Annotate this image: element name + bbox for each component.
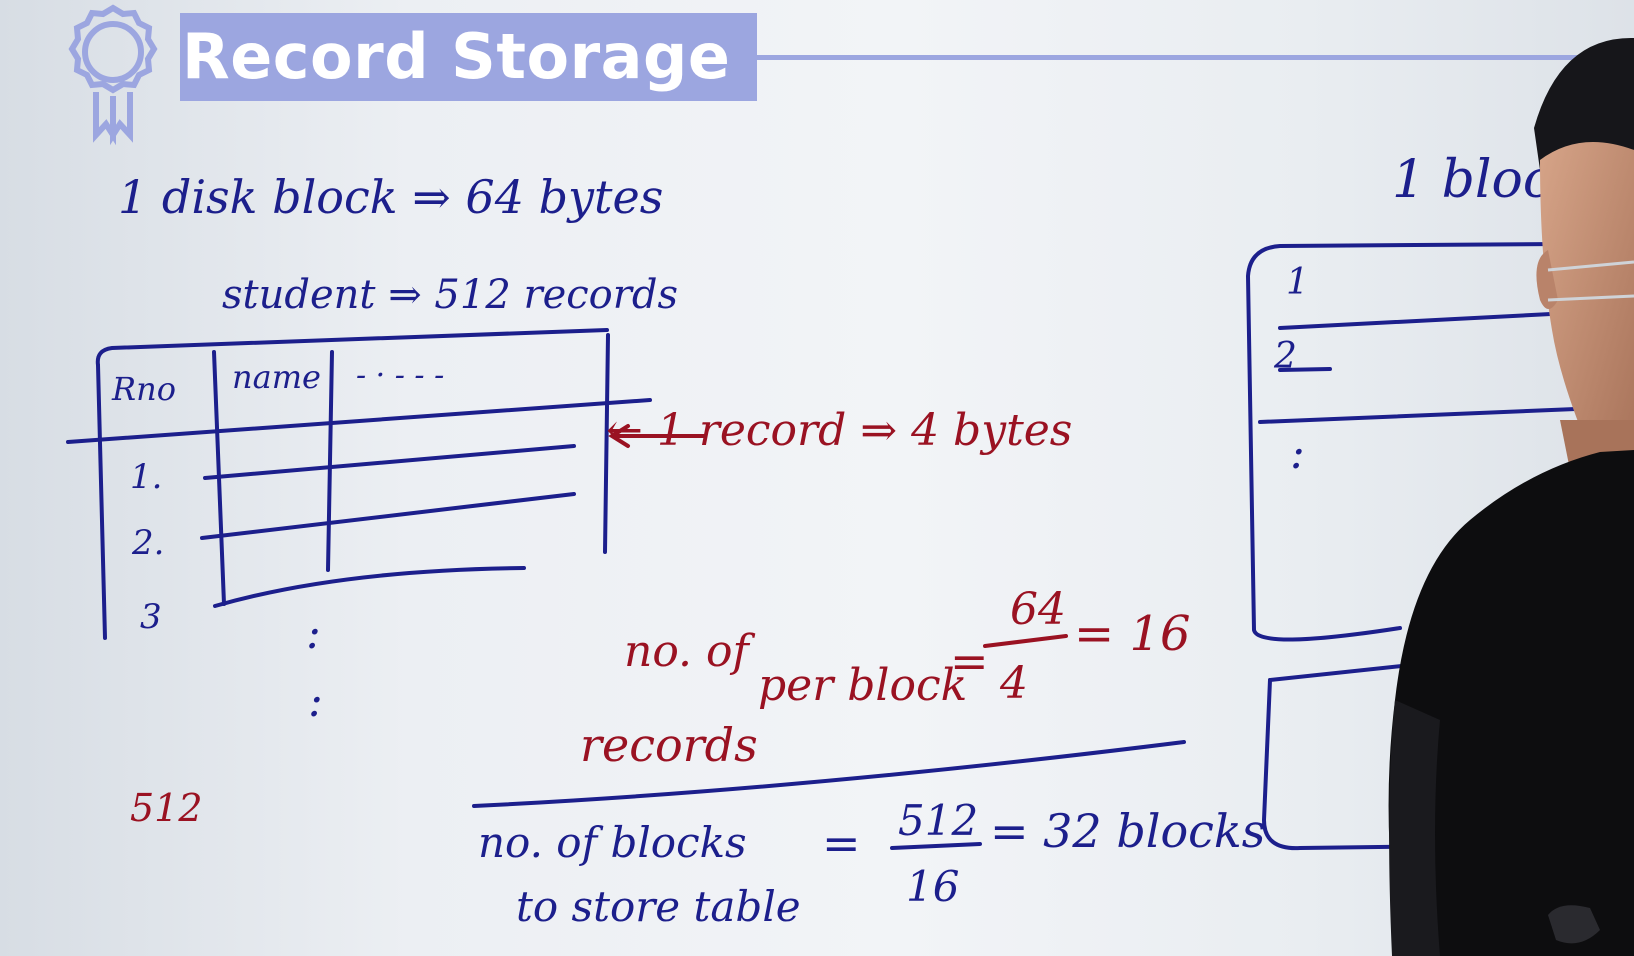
table-left-border	[96, 363, 107, 640]
presenter-hair	[1534, 37, 1634, 170]
student-records-note: student ⇒ 512 records	[222, 272, 679, 318]
table-top-border	[95, 328, 609, 367]
blocks-label-1: no. of blocks	[478, 818, 747, 867]
table-col-divider-2	[326, 350, 334, 572]
table-row-rule-1	[203, 444, 576, 480]
table-header-name: name	[232, 358, 321, 396]
table-row-3: 3	[140, 597, 162, 637]
presenter-shirt	[1388, 450, 1634, 956]
block-row-2: 2	[1274, 336, 1297, 377]
records-per-block-numerator: 64	[1010, 584, 1066, 635]
record-size-note: ← 1 record ⇒ 4 bytes	[606, 405, 1073, 456]
records-per-block-denominator: 4	[1000, 658, 1028, 709]
block-row-rule-1	[1278, 310, 1592, 330]
table-last-row: 512	[130, 786, 203, 830]
table-header-more: - · - - -	[356, 358, 445, 393]
records-fraction-bar	[983, 634, 1068, 648]
blocks-numerator: 512	[898, 796, 979, 845]
presenter-ear	[1536, 250, 1558, 309]
blocks-equals: =	[822, 816, 861, 870]
presenter-arm	[1389, 700, 1440, 956]
title-divider	[757, 55, 1634, 60]
blocks-label-2: to store table	[516, 882, 801, 931]
records-per-block-label-1: no. of	[624, 626, 749, 677]
records-per-block-result: = 16	[1074, 606, 1191, 662]
table-continuation-dots: :	[308, 676, 323, 727]
records-per-block-label-2: records	[580, 718, 758, 772]
table-row-rule-3	[213, 566, 526, 608]
table-row-rule-2	[200, 492, 576, 540]
table-header-rno: Rno	[112, 370, 176, 408]
presenter-face	[1540, 142, 1634, 473]
table-header-rule	[66, 398, 652, 444]
block-outline-top	[1245, 242, 1562, 642]
block-row-rule-2	[1278, 367, 1332, 372]
table-continuation-dots: :	[306, 608, 321, 659]
title-banner	[180, 13, 757, 101]
blocks-result: = 32 blocks	[990, 804, 1266, 858]
formula-separator	[472, 740, 1186, 808]
blocks-fraction-bar	[890, 842, 982, 850]
records-per-block-label-3: per block	[758, 660, 968, 711]
block-outline-bottom	[1261, 678, 1462, 851]
page-title: Record Storage	[182, 20, 731, 93]
block-outline-bottom-top	[1268, 662, 1422, 682]
records-per-block-equals: =	[950, 634, 989, 688]
glasses-icon	[1547, 260, 1634, 302]
presenter-hand	[1548, 905, 1600, 944]
table-row-2: 2.	[132, 523, 165, 563]
record-arrow-head	[608, 424, 630, 448]
right-block-heading: 1 bloc	[1392, 150, 1552, 210]
block-row-dots: :	[1290, 428, 1305, 479]
block-row-rule-3	[1258, 406, 1602, 424]
table-right-border	[603, 333, 610, 554]
blocks-denominator: 16	[906, 862, 960, 911]
table-row-1: 1.	[130, 457, 163, 497]
block-row-1: 1	[1286, 262, 1309, 303]
disk-block-note: 1 disk block ⇒ 64 bytes	[118, 170, 664, 224]
